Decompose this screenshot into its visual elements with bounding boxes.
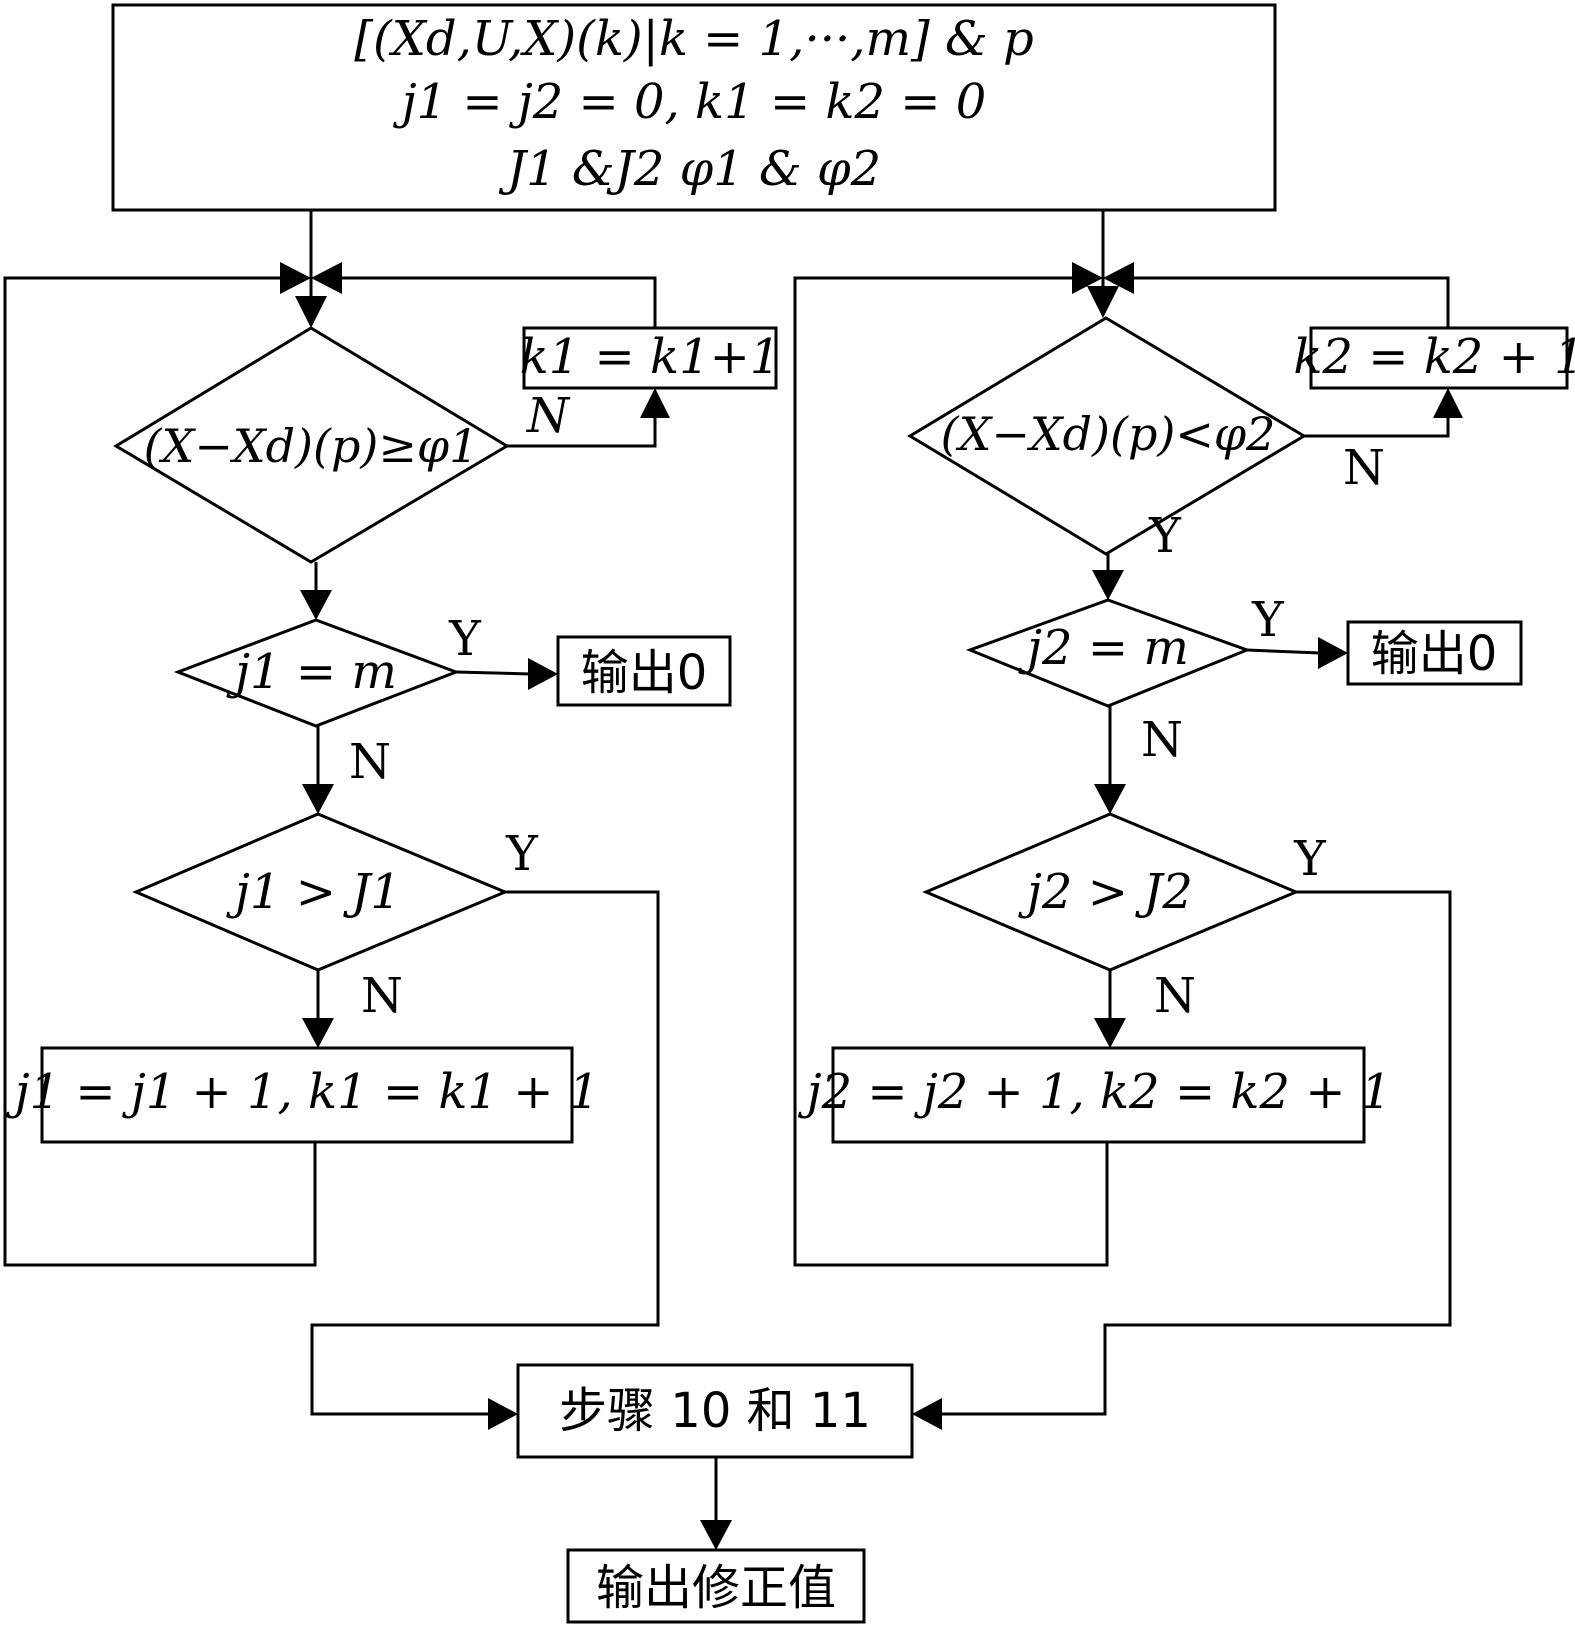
left-update-arrowhead (302, 1018, 334, 1048)
left-loop-arrowhead (280, 262, 311, 294)
left-loop-line (3, 276, 317, 1267)
left-diamond1-arrowhead (295, 296, 327, 328)
left-counter-box (522, 326, 778, 390)
left-cond1-no-line (507, 415, 657, 448)
left-condition3-text: j1 > J1 (226, 864, 401, 920)
right-cond2-yes-line (1246, 648, 1321, 655)
steps-text: 步骤 10 和 11 (559, 1383, 871, 1439)
left-cond2-yes-label: Y (448, 611, 482, 667)
left-cond2-no-label: N (349, 734, 391, 790)
left-update-box (40, 1046, 574, 1144)
right-condition2-text: j2 = m (1018, 620, 1189, 676)
right-counter-return-arrowhead (1103, 262, 1134, 294)
right-cond2-yes-label: Y (1251, 592, 1285, 648)
right-cond3-yes-line (940, 890, 1452, 1416)
left-cond1-no-label: N (526, 388, 571, 444)
left-counter-arrowhead (640, 388, 670, 418)
final-box (566, 1548, 866, 1624)
left-output0-box (556, 635, 732, 707)
right-condition2-diamond (965, 598, 1252, 708)
left-condition2-text: j1 = m (226, 644, 397, 700)
left-output0-arrowhead (528, 658, 558, 690)
start-box (111, 3, 1277, 212)
right-cond3-yes-label: Y (1293, 831, 1327, 887)
right-cond1-no-label: N (1343, 440, 1385, 496)
right-diamond1-arrowhead (1087, 286, 1119, 318)
right-condition3-text: j2 > J2 (1018, 864, 1193, 920)
right-update-arrowhead (1094, 1018, 1126, 1048)
left-counter-return-line (342, 276, 657, 328)
right-condition1-diamond (907, 316, 1307, 556)
right-cond2-no-label: N (1141, 712, 1183, 768)
final-arrowhead (700, 1520, 732, 1550)
right-d2-arrowhead (1092, 570, 1124, 600)
right-update-text: j2 = j2 + 1, k2 = k2 + 1 (798, 1064, 1392, 1120)
right-cond3-no-label: N (1154, 968, 1196, 1024)
start-box-line2: j1 = j2 = 0, k1 = k2 = 0 (393, 74, 987, 130)
right-update-box (831, 1046, 1366, 1144)
right-loop-line (793, 276, 1109, 1267)
left-cond3-no-label: N (361, 968, 403, 1024)
steps-box (516, 1363, 914, 1459)
steps-right-arrowhead (912, 1398, 942, 1430)
left-cond2-yes-line (455, 670, 531, 676)
start-box-line1: [(Xd,U,X)(k)|k = 1,···,m] & p (354, 11, 1033, 67)
left-cond3-yes-line (310, 890, 660, 1416)
right-counter-text: k2 = k2 + 1 (1293, 329, 1575, 385)
right-output0-text: 输出0 (1371, 626, 1498, 682)
left-counter-return-arrowhead (311, 262, 342, 294)
left-condition1-diamond (113, 326, 510, 564)
right-counter-arrowhead (1433, 388, 1463, 418)
left-d3-arrowhead (302, 784, 334, 814)
start-box-line3: J1 &J2 φ1 & φ2 (498, 141, 881, 197)
right-output0-arrowhead (1318, 637, 1348, 669)
left-condition2-diamond (173, 618, 461, 728)
left-output0-text: 输出0 (581, 645, 708, 701)
right-loop-arrowhead (1072, 262, 1103, 294)
left-condition1-text: (X−Xd)(p)≥φ1 (144, 419, 479, 473)
steps-left-arrowhead (488, 1398, 518, 1430)
right-counter-return-line (1134, 276, 1450, 328)
right-cond1-yes-label: Y (1148, 508, 1182, 564)
left-update-text: j1 = j1 + 1, k1 = k1 + 1 (6, 1064, 600, 1120)
right-condition1-text: (X−Xd)(p)<φ2 (941, 407, 1276, 461)
right-d3-arrowhead (1094, 784, 1126, 814)
right-output0-box (1346, 620, 1523, 686)
right-cond1-no-line (1304, 415, 1450, 438)
left-cond3-yes-label: Y (505, 826, 539, 882)
left-d2-arrowhead (300, 590, 332, 620)
right-counter-box (1309, 326, 1569, 390)
left-counter-text: k1 = k1+1 (520, 329, 781, 385)
final-text: 输出修正值 (596, 1560, 836, 1616)
